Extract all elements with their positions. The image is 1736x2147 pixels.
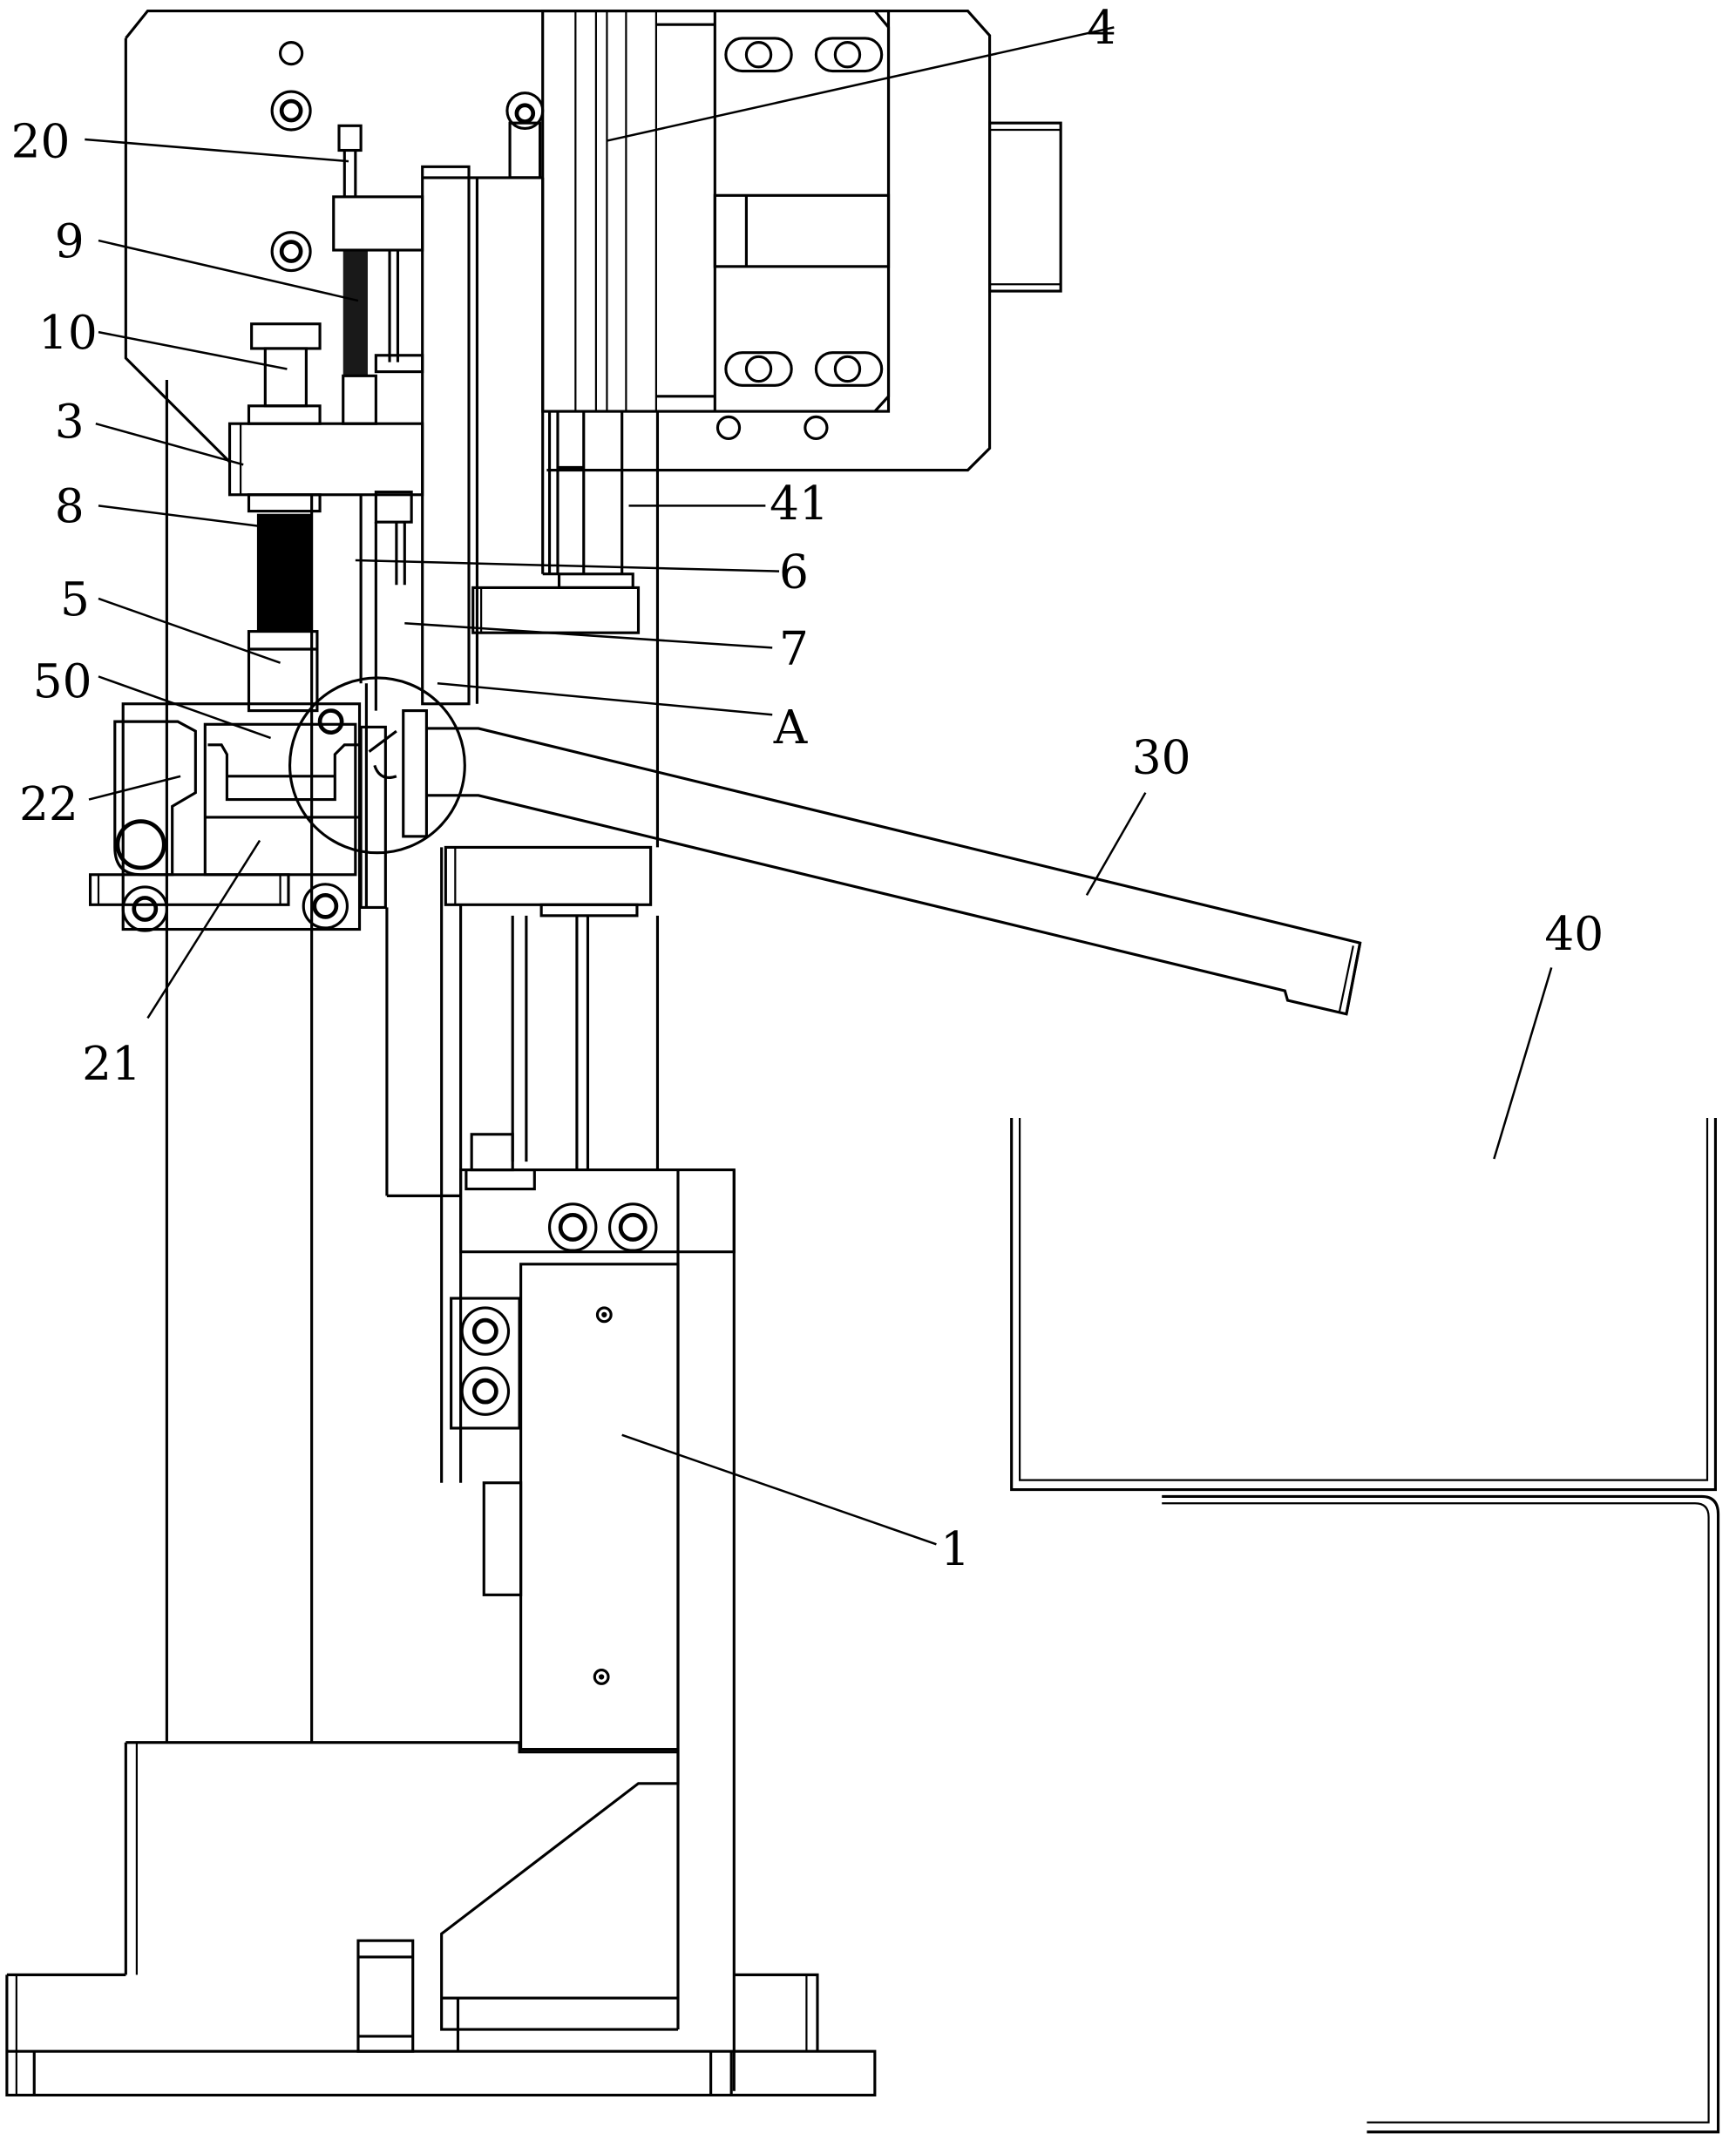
spring-9 xyxy=(342,250,368,376)
label-40: 40 xyxy=(1544,907,1604,961)
slide-columns xyxy=(421,121,660,848)
reference-labels: 20 9 10 3 8 5 50 22 21 4 41 6 7 A 30 40 … xyxy=(11,1,1604,1576)
piston-rod-41 xyxy=(547,411,624,574)
label-50: 50 xyxy=(33,654,92,708)
label-30: 30 xyxy=(1132,731,1191,785)
label-20: 20 xyxy=(11,114,71,168)
chute-30 xyxy=(426,727,1362,1016)
label-5: 5 xyxy=(60,572,90,626)
main-column-1 xyxy=(450,1133,736,2091)
bin-40 xyxy=(1010,1117,1720,2134)
mounting-holes xyxy=(270,41,829,441)
label-6: 6 xyxy=(779,545,809,599)
clamp-block-21 xyxy=(88,702,362,932)
base xyxy=(5,1741,877,2096)
label-21: 21 xyxy=(82,1037,141,1091)
label-41: 41 xyxy=(770,477,829,531)
cylinder-4 xyxy=(541,9,1062,413)
detail-circle-a xyxy=(288,676,466,910)
label-4: 4 xyxy=(1087,1,1116,55)
label-22: 22 xyxy=(19,777,78,831)
upper-back-plate xyxy=(124,9,992,1743)
label-7: 7 xyxy=(779,621,809,675)
bracket-3-assembly xyxy=(227,124,424,1743)
label-3: 3 xyxy=(55,395,85,449)
spring-8 xyxy=(256,513,312,632)
label-1: 1 xyxy=(940,1522,970,1576)
label-a: A xyxy=(773,701,809,755)
label-9: 9 xyxy=(55,214,85,268)
label-8: 8 xyxy=(55,479,85,533)
label-10: 10 xyxy=(38,306,98,360)
leader-lines xyxy=(85,26,1553,1546)
